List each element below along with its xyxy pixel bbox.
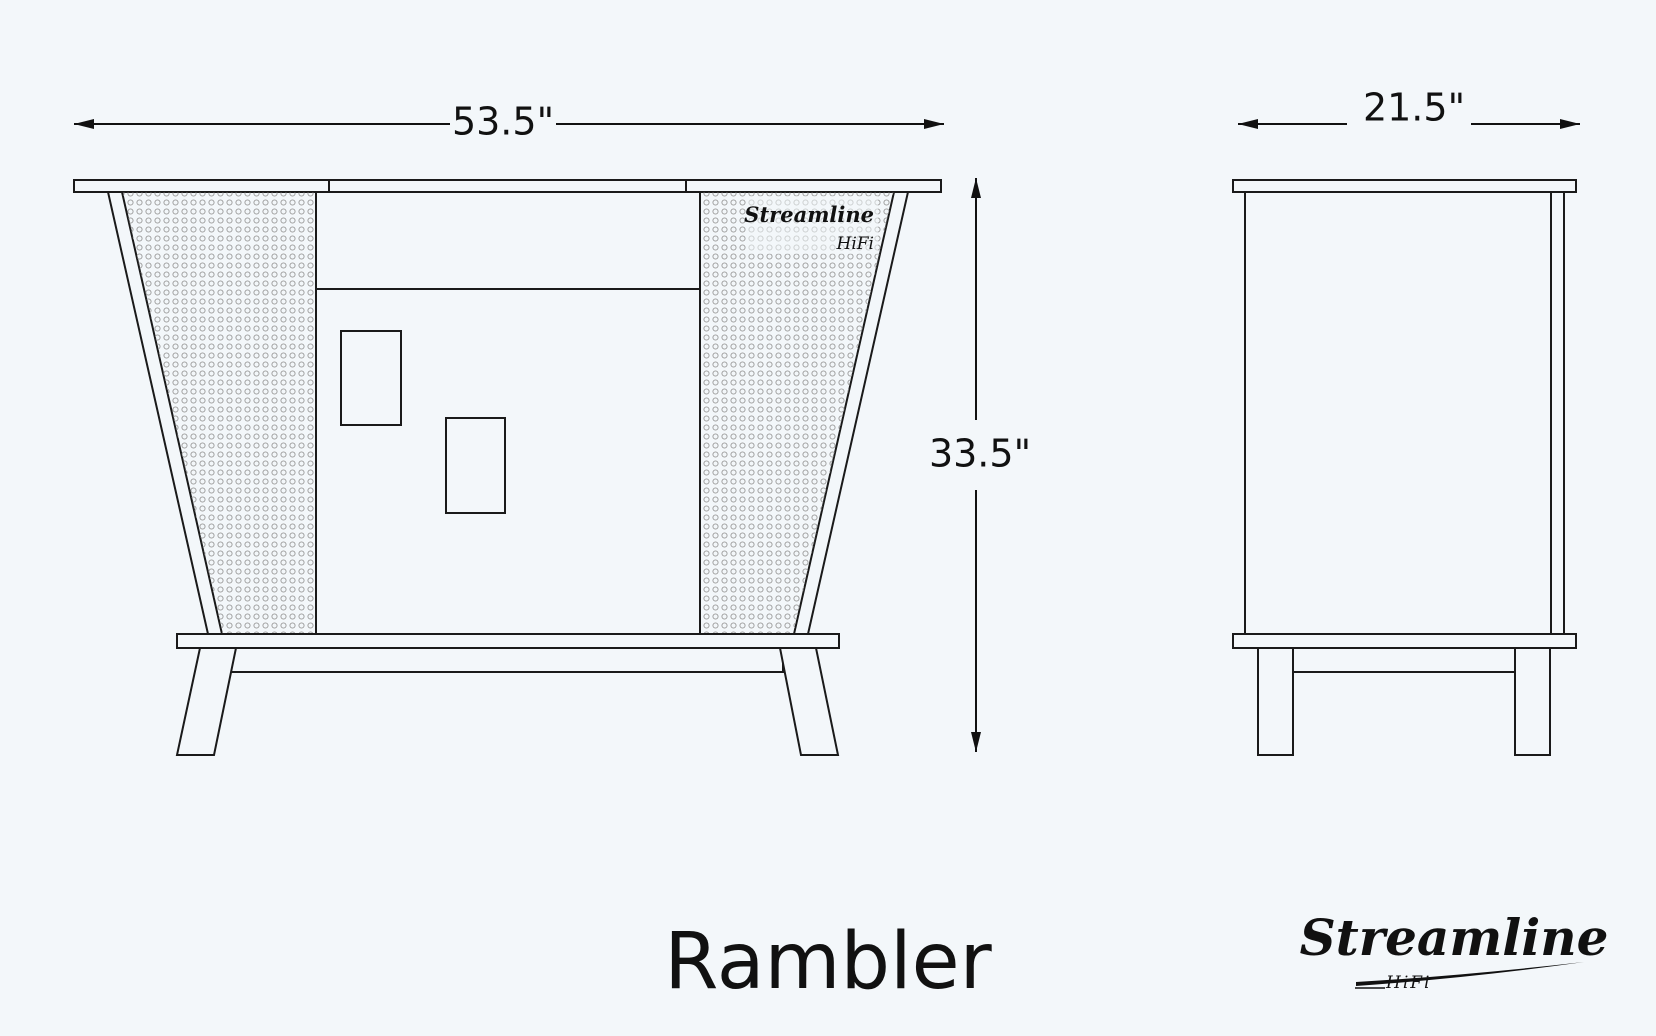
side-leg-left (1257, 647, 1294, 756)
drawer-panel (315, 191, 701, 290)
grille-left (121, 191, 317, 635)
top-board-center (328, 179, 687, 193)
logo-swoosh (1356, 962, 1584, 986)
side-view (1232, 179, 1577, 756)
side-base-board (1232, 633, 1577, 649)
base-board (176, 633, 840, 649)
height-dimension: 33.5" (929, 178, 1031, 752)
badge-sub: HiFi (836, 234, 875, 254)
top-board-right (685, 179, 942, 193)
brand-logo: Streamline HiFi (1300, 908, 1609, 993)
top-board-left (73, 179, 330, 193)
base-stretcher (230, 647, 784, 673)
product-title: Rambler (664, 917, 992, 1007)
height-label: 33.5" (929, 432, 1031, 476)
width-dimension: 53.5" (74, 100, 944, 144)
logo-brand: Streamline (1300, 908, 1609, 967)
side-leg-right (1514, 647, 1551, 756)
door-window-lower (445, 417, 506, 514)
grille-brand-badge: Streamline HiFi (744, 196, 878, 254)
depth-label: 21.5" (1363, 86, 1465, 130)
side-top-board (1232, 179, 1577, 193)
door-window-upper (340, 330, 402, 426)
side-stretcher (1291, 647, 1517, 673)
front-view: Streamline HiFi (73, 179, 942, 756)
width-label: 53.5" (452, 100, 554, 144)
badge-brand: Streamline (744, 202, 874, 227)
side-body (1244, 191, 1552, 635)
grille-right (699, 191, 895, 635)
logo-sub: HiFi (1385, 973, 1432, 993)
side-back-panel (1550, 191, 1565, 635)
leg-right (778, 647, 840, 756)
depth-dimension: 21.5" (1238, 86, 1580, 130)
leg-left (175, 647, 238, 756)
